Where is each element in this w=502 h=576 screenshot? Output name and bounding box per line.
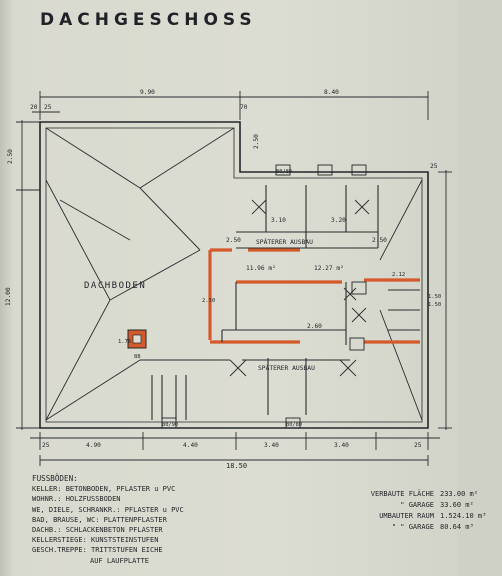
outer-walls bbox=[39, 121, 429, 429]
room-label-future-1: SPÄTERER AUSBAU bbox=[256, 237, 313, 246]
vent-boxes bbox=[161, 281, 367, 429]
room-area-1: 11.96 m² bbox=[246, 265, 276, 272]
dim-bottom-5: 3.40 bbox=[334, 442, 349, 449]
dim-inner-9: 2.50 bbox=[202, 298, 215, 304]
dim-top-1: 9.90 bbox=[140, 89, 155, 96]
dim-bottom-2: 4.90 bbox=[86, 442, 101, 449]
area-value: 1.524.10 m³ bbox=[440, 512, 487, 520]
floor-line: BAD, BRAUSE, WC: PLATTENPFLASTER bbox=[32, 515, 167, 524]
room-label-future-2: SPÄTERER AUSBAU bbox=[258, 363, 315, 372]
dim-left-2: 12.00 bbox=[5, 287, 12, 306]
bay-code-2: 80/80 bbox=[286, 422, 302, 428]
floor-line: KELLER: BETONBODEN, PFLASTER u PVC bbox=[32, 485, 176, 494]
area-row: " " GARAGE 80.64 m³ bbox=[296, 522, 502, 533]
room-label-attic: DACHBODEN bbox=[84, 281, 146, 291]
inner-partitions bbox=[151, 185, 420, 420]
dim-bottom-3: 4.40 bbox=[183, 442, 198, 449]
dim-bottom-total: 18.50 bbox=[226, 462, 247, 470]
dim-top-small-3: 70 bbox=[240, 104, 248, 111]
roof-window-marks bbox=[229, 199, 370, 377]
chimney-stack bbox=[275, 164, 367, 176]
dim-inner-1: 2.50 bbox=[253, 134, 260, 149]
dim-inner-11: 1.50 bbox=[428, 302, 441, 308]
dim-inner-5: 2.50 bbox=[372, 237, 387, 244]
area-value: 33.60 m² bbox=[440, 501, 474, 509]
dim-inner-3: 3.20 bbox=[331, 217, 346, 224]
area-value: 80.64 m³ bbox=[440, 523, 474, 531]
floor-line: GESCH.TREPPE: TRITTSTUFEN EICHE bbox=[32, 546, 163, 555]
dim-inner-12: 2.12 bbox=[392, 272, 405, 278]
floor-line: WE, DIELE, SCHRANKR.: PFLASTER u PVC bbox=[32, 505, 184, 514]
dim-left-1: 2.50 bbox=[7, 149, 14, 164]
room-area-2: 12.27 m² bbox=[314, 265, 344, 272]
area-row: " GARAGE 33.60 m² bbox=[296, 500, 502, 511]
area-label: VERBAUTE FLÄCHE bbox=[370, 490, 434, 498]
roof-hip-lines bbox=[45, 127, 423, 421]
floor-materials-title: FUSSBÖDEN: bbox=[32, 474, 78, 483]
floor-line: WOHNR.: HOLZFUSSBODEN bbox=[32, 495, 121, 504]
dim-bottom-4: 3.40 bbox=[264, 442, 279, 449]
area-row: UMBAUTER RAUM 1.524.10 m³ bbox=[296, 511, 502, 522]
floor-line: AUF LAUFPLATTE bbox=[90, 556, 150, 565]
bay-code-3: 80/80 bbox=[276, 169, 292, 175]
area-label: " GARAGE bbox=[400, 501, 434, 509]
floor-line: DACHB.: SCHLACKENBETON PFLASTER bbox=[32, 526, 163, 535]
dim-inner-7: 88 bbox=[134, 354, 141, 360]
area-label: UMBAUTER RAUM bbox=[379, 512, 434, 520]
chimney bbox=[127, 329, 147, 349]
dim-inner-8: 2.60 bbox=[307, 323, 322, 330]
dim-right-margin: 25 bbox=[430, 163, 438, 170]
floor-plan-drawing: 9.90 8.40 20 25 70 25 2.50 12.00 25 4.90… bbox=[5, 89, 452, 470]
dim-top-2: 8.40 bbox=[324, 89, 339, 96]
area-summary: VERBAUTE FLÄCHE 233.00 m² " GARAGE 33.60… bbox=[296, 489, 502, 533]
plan-title: DACHGESCHOSS bbox=[40, 10, 257, 30]
dim-top-small-1: 20 bbox=[30, 104, 38, 111]
dim-bottom-6: 25 bbox=[414, 442, 422, 449]
area-row: VERBAUTE FLÄCHE 233.00 m² bbox=[296, 489, 502, 500]
dim-inner-10: 1.50 bbox=[428, 294, 441, 300]
dim-bottom-1: 25 bbox=[42, 442, 50, 449]
dim-inner-4: 2.50 bbox=[226, 237, 241, 244]
floor-line: KELLERSTIEGE: KUNSTSTEINSTUFEN bbox=[32, 536, 159, 545]
area-value: 233.00 m² bbox=[440, 490, 478, 498]
dim-inner-2: 3.10 bbox=[271, 217, 286, 224]
bay-code-1: 80/90 bbox=[162, 422, 178, 428]
dim-top-small-2: 25 bbox=[44, 104, 52, 111]
plan-sheet: DACHGESCHOSS bbox=[0, 0, 486, 576]
area-label: " " GARAGE bbox=[391, 523, 434, 531]
brick-walls bbox=[208, 248, 420, 344]
floor-materials-legend: FUSSBÖDEN: KELLER: BETONBODEN, PFLASTER … bbox=[32, 474, 184, 566]
dim-inner-6: 1.76 bbox=[118, 339, 131, 345]
